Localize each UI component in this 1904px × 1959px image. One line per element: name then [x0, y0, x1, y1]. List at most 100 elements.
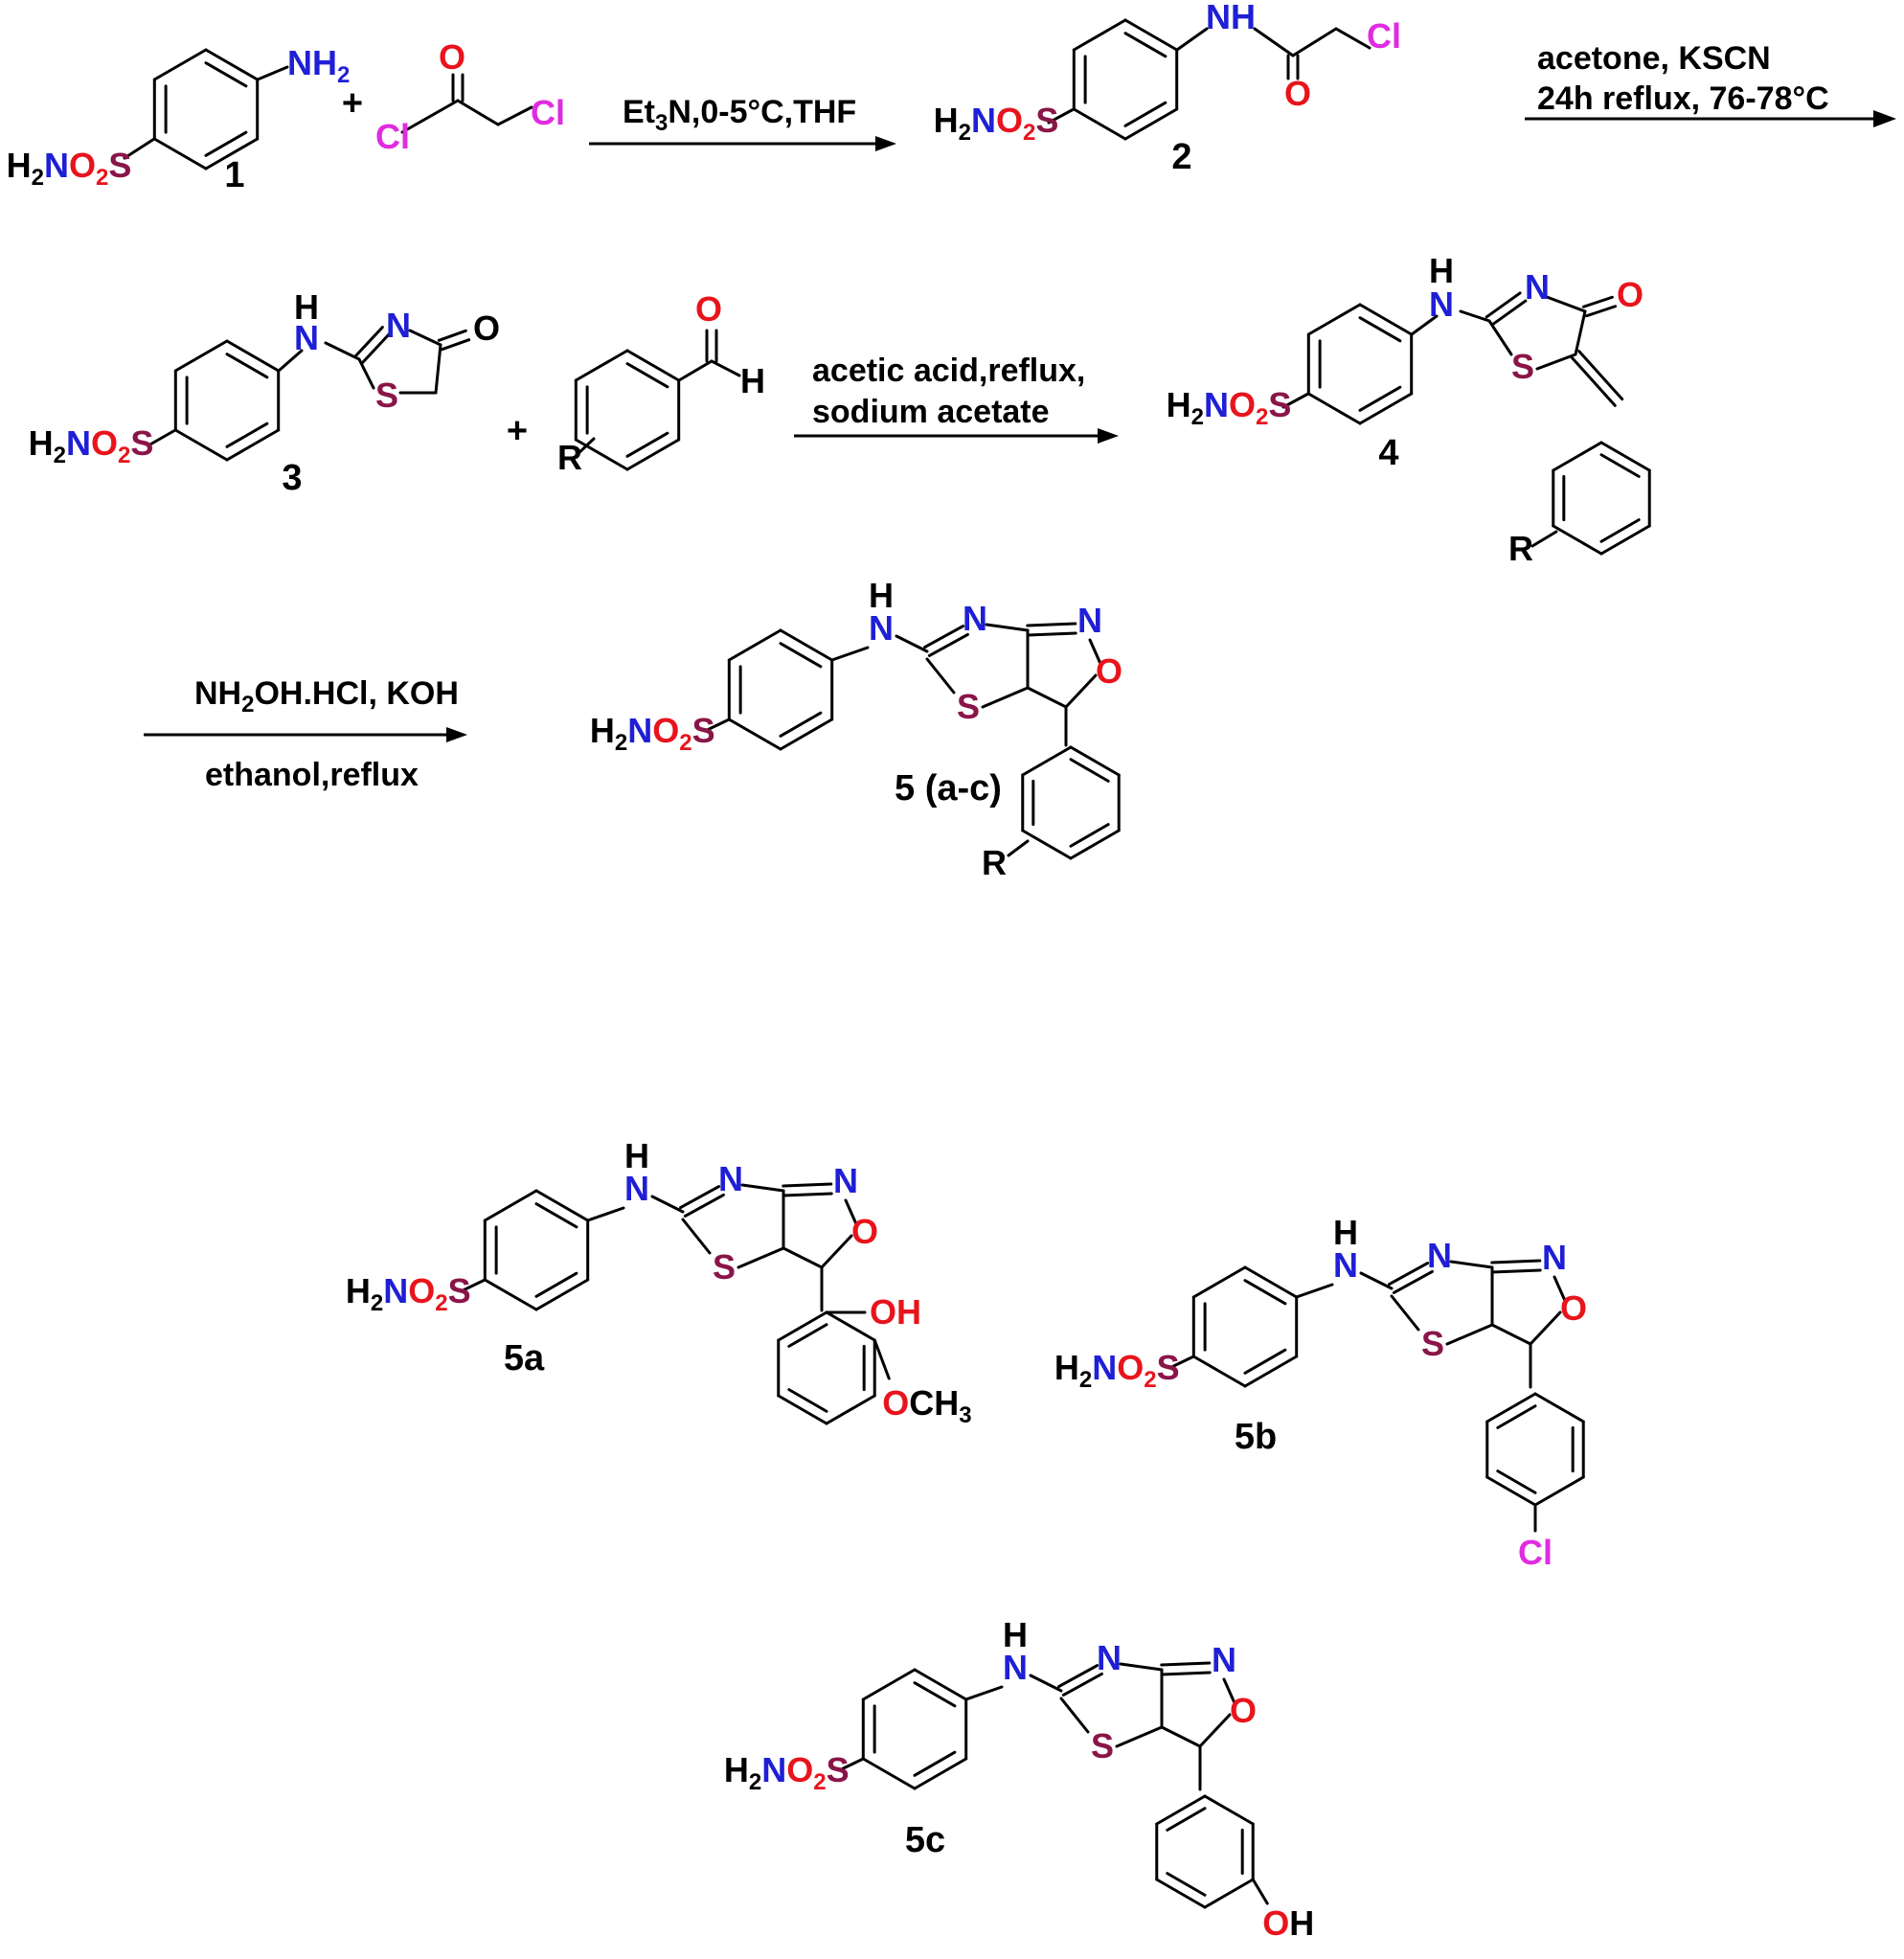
compound5a-aniline-ring-inner-bond — [534, 1202, 578, 1229]
compound5a-s: S — [713, 1247, 736, 1287]
compound5b-c-n-double — [1392, 1269, 1434, 1294]
compound5c-c-s-bond — [837, 1757, 865, 1772]
compound4-c-n-double — [1490, 299, 1528, 327]
aldehyde-ring-bond — [574, 349, 629, 382]
aldehyde-ring-inner-bond — [625, 362, 669, 389]
aldehyde-ring-bond — [625, 438, 681, 471]
compound5b-aryl-ring-bond — [1485, 1475, 1537, 1507]
compound3-c-s-bond — [147, 428, 177, 447]
compound5a-ring-bond — [820, 1234, 853, 1269]
compound2-bond — [1291, 27, 1338, 57]
compound5c-ring-bond — [1222, 1677, 1237, 1707]
compound3-s: S — [375, 376, 398, 415]
compound5-aniline-ring-inner-bond — [779, 711, 823, 738]
compound4-sulfonamide: H2NO2S — [1167, 385, 1292, 430]
condition-step3-line1: acetic acid,reflux, — [812, 353, 1085, 389]
compound5b-ring-bond — [1490, 1323, 1532, 1346]
compound5-sulfonamide: H2NO2S — [590, 711, 715, 756]
compound4-c-s-bond — [1281, 392, 1310, 409]
compound2-ring-bond — [1072, 107, 1127, 141]
chloride-bond — [496, 105, 533, 126]
compound5a-n-thiazole: N — [718, 1159, 743, 1198]
compound5-ring-bond — [1064, 673, 1098, 709]
aldehyde-h: H — [740, 361, 765, 400]
compound5c-aniline-ring-bond — [861, 1668, 917, 1701]
compound5c-oh: OH — [1262, 1903, 1314, 1943]
compound5c-c-n-double2 — [1160, 1671, 1212, 1676]
compound5b-aniline-ring-bond — [1191, 1265, 1247, 1299]
compound5-o-isoxazole: O — [1096, 651, 1122, 691]
compound5c-aryl-ring-bond — [1155, 1878, 1207, 1909]
compound3-c-n-double — [353, 326, 384, 358]
compound5a-ring-bond — [844, 1198, 859, 1228]
compound3-o: O — [473, 308, 500, 348]
compound5c-aniline-ring-bond — [861, 1757, 917, 1790]
compound5b-aryl-ring-bond — [1533, 1392, 1585, 1424]
compound5b-c-s-bond — [1167, 1355, 1195, 1370]
compound3-n-ring: N — [386, 306, 411, 345]
compound4-ring-bond — [1535, 353, 1577, 371]
compound4-c-n-bond — [1410, 314, 1439, 336]
compound4-carbonyl — [1585, 305, 1618, 318]
compound5a-aryl-ring-inner-bond — [787, 1323, 828, 1348]
aldehyde-r: R — [557, 438, 582, 477]
compound3-ring-bond — [173, 339, 229, 373]
compound5a-c-n-double2 — [782, 1182, 833, 1188]
compound5b-aryl-ring-inner-bond — [1496, 1469, 1537, 1494]
compound5b-sulfonamide: H2NO2S — [1054, 1348, 1180, 1393]
compound5c-aryl-ring-inner-bond — [1166, 1872, 1207, 1897]
compound4-ring-bond — [1306, 392, 1362, 425]
plus-sign-1: + — [342, 83, 363, 124]
compound4-aryl-ring-inner-bond — [1599, 518, 1641, 543]
compound5b-aniline-ring-inner-bond — [1243, 1279, 1287, 1306]
compound5-ring-bond — [985, 623, 1030, 632]
compound5-aryl-ring-inner-bond — [1069, 758, 1110, 783]
compound-label-5b: 5b — [1235, 1417, 1277, 1457]
compound3-c-n-bond — [277, 349, 304, 373]
aldehyde-ring-inner-bond — [625, 431, 669, 458]
compound5a-ring-bond — [782, 1246, 824, 1269]
compound4-r: R — [1508, 529, 1533, 568]
compound5a-sulfonamide: H2NO2S — [346, 1271, 471, 1316]
compound5c-ring-bond — [1198, 1713, 1232, 1748]
compound5a-oh: OH — [870, 1292, 921, 1332]
compound5a-och3: OCH3 — [882, 1383, 971, 1428]
condition-step3-line2: sodium acetate — [812, 394, 1050, 430]
compound5-nh: N — [869, 608, 894, 648]
compound4-s: S — [1511, 347, 1534, 386]
compound-label-5c: 5c — [905, 1820, 945, 1860]
aldehyde-r-bond — [575, 437, 596, 457]
compound1-nh2: NH2 — [287, 43, 350, 88]
compound5a-ring-bond — [737, 1246, 785, 1269]
compound5-aniline-ring-inner-bond — [779, 642, 823, 669]
compound5-aniline-ring-bond — [779, 628, 834, 662]
compound5a-aniline-ring-bond — [483, 1189, 538, 1222]
compound5-aryl-ring-bond — [1021, 745, 1073, 777]
compound5b-s: S — [1421, 1324, 1444, 1363]
compound5b-h: H — [1333, 1213, 1358, 1252]
compound5c-aryl-ring-inner-bond — [1166, 1807, 1207, 1832]
compound5b-aniline-ring-bond — [1191, 1355, 1247, 1388]
compound5-ring-bond — [1026, 686, 1068, 709]
chloride-bond — [400, 99, 460, 134]
compound2-nh: NH — [1206, 0, 1256, 36]
compound5c-ring-bond — [1059, 1697, 1090, 1734]
compound5-aryl-ring-inner-bond — [1069, 823, 1110, 848]
compound4-ring-bond — [1574, 309, 1587, 356]
compound3-n: N — [294, 318, 319, 357]
compound3-ring-inner-bond — [225, 421, 269, 448]
compound4-ring-bond — [1306, 303, 1362, 336]
compound5c-ring-bond — [1119, 1662, 1164, 1672]
compound5b-aniline-ring-bond — [1243, 1355, 1299, 1388]
condition-step2-line2: 24h reflux, 76-78°C — [1537, 80, 1829, 117]
compound5b-aryl-ring-bond — [1485, 1392, 1537, 1424]
compound5c-n-isoxazole: N — [1212, 1640, 1236, 1679]
compound5a-c-n-double2 — [782, 1192, 833, 1197]
compound5-aryl-ring-bond — [1021, 829, 1073, 860]
plus-sign-2: + — [507, 411, 528, 451]
compound5-h: H — [869, 576, 894, 615]
compound5-r: R — [982, 843, 1007, 882]
compound5a-aniline-ring-inner-bond — [534, 1271, 578, 1298]
compound5a-aryl-ring-bond — [825, 1394, 876, 1425]
